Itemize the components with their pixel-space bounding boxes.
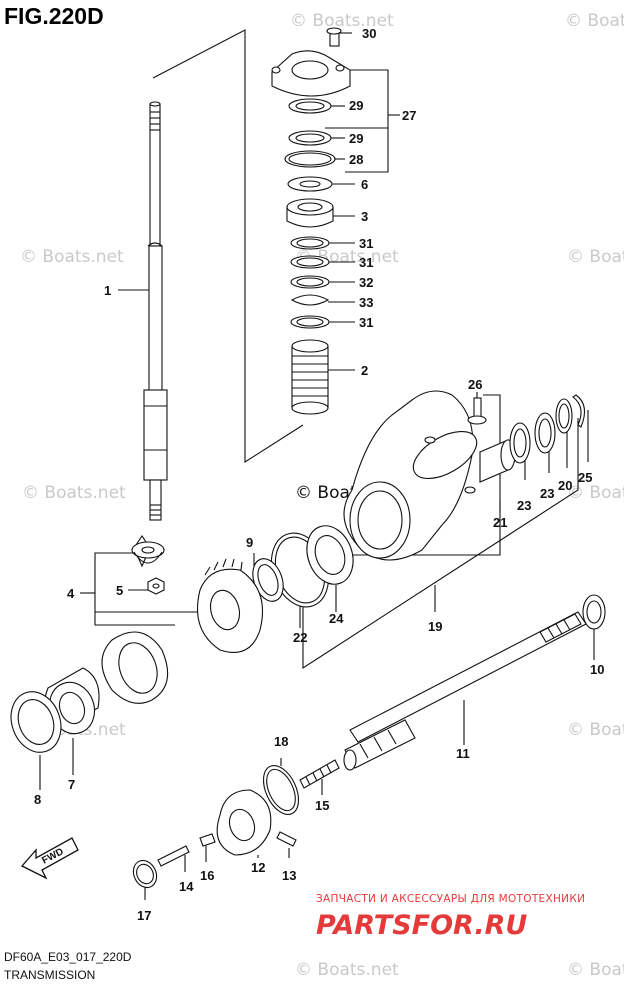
drive-shaft — [118, 101, 168, 521]
callout: 32 — [359, 275, 373, 290]
gear-set — [10, 535, 264, 753]
callout: 2 — [361, 363, 368, 378]
callout: 17 — [137, 908, 151, 923]
callout: 14 — [179, 879, 194, 894]
callout: 16 — [200, 868, 214, 883]
pin-13 — [276, 831, 297, 847]
callout: 31 — [359, 236, 373, 251]
watermark: © Boats.net — [290, 11, 394, 31]
callout: 20 — [558, 478, 572, 493]
propeller-shaft — [343, 594, 606, 771]
watermark: © Boats.net — [567, 960, 624, 980]
shaft-tip — [149, 479, 162, 521]
figure-name: TRANSMISSION — [4, 968, 95, 982]
advert-logo: PARTSFOR.RU — [316, 910, 527, 941]
watermark: © Boats.net — [567, 247, 624, 267]
stack-leaders — [328, 105, 355, 371]
advert-tagline: ЗАПЧАСТИ И АКСЕССУАРЫ ДЛЯ МОТОТЕХНИКИ — [316, 893, 585, 905]
callout: 11 — [456, 746, 470, 761]
shaft-body — [143, 389, 168, 481]
bracket-driveshaft — [152, 29, 304, 464]
callout: 13 — [282, 868, 296, 883]
watermark: © Boats.net — [567, 720, 624, 740]
callout: 31 — [359, 255, 373, 270]
circlip-25 — [572, 394, 586, 428]
spring-15 — [299, 759, 340, 789]
callout: 21 — [493, 515, 507, 530]
callout: 15 — [315, 798, 329, 813]
bearing-stack — [271, 27, 352, 415]
callout: 29 — [349, 131, 363, 146]
callout: 9 — [246, 535, 253, 550]
arrow-icon — [20, 837, 79, 880]
callout: 28 — [349, 152, 363, 167]
callout-labels: 30 29 27 29 28 6 3 31 31 32 33 31 2 26 2… — [34, 26, 604, 923]
watermark: © Boats.net — [22, 483, 126, 503]
rod-14 — [157, 845, 190, 867]
callout: 1 — [104, 283, 111, 298]
figure-title: FIG.220D — [4, 3, 104, 29]
callout: 31 — [359, 315, 373, 330]
callout: 10 — [590, 662, 604, 677]
callout: 29 — [349, 98, 363, 113]
callout: 25 — [578, 470, 592, 485]
callout: 24 — [329, 611, 344, 626]
callout: 23 — [517, 498, 531, 513]
figure-code: DF60A_E03_017_220D — [4, 950, 132, 964]
callout: 5 — [116, 583, 123, 598]
callout: 33 — [359, 295, 373, 310]
callout: 27 — [402, 108, 416, 123]
gear-leaders — [39, 738, 74, 790]
bracket-4 — [94, 552, 175, 626]
callout: 7 — [68, 777, 75, 792]
watermark: © Boats.net — [565, 11, 624, 31]
shaft-upper — [149, 103, 161, 247]
watermark: © Boats.net — [295, 960, 399, 980]
sleeve-2 — [291, 345, 329, 409]
clutch-group — [132, 758, 340, 900]
gear-housing — [343, 390, 586, 561]
callout: 12 — [251, 860, 265, 875]
bracket-housing-right — [302, 418, 579, 670]
callout: 3 — [361, 209, 368, 224]
callout: 23 — [540, 486, 554, 501]
shaft-lower — [148, 245, 163, 397]
callout: 30 — [362, 26, 376, 41]
rear-bearing-group — [252, 525, 354, 608]
pin-16 — [199, 833, 216, 847]
callout: 19 — [428, 619, 442, 634]
watermark: © Boats.net — [20, 247, 124, 267]
callout: 18 — [274, 734, 288, 749]
fwd-arrow: FWD — [20, 837, 79, 880]
callout: 8 — [34, 792, 41, 807]
callout: 22 — [293, 630, 307, 645]
bracket-27 — [332, 69, 389, 173]
watermark: © Boats.net — [567, 483, 624, 503]
callout: 6 — [361, 177, 368, 192]
advert-block: ЗАПЧАСТИ И АКСЕССУАРЫ ДЛЯ МОТОТЕХНИКИ PA… — [316, 893, 585, 941]
callout: 4 — [67, 586, 75, 601]
spring-33 — [290, 294, 330, 306]
callout: 26 — [468, 377, 482, 392]
